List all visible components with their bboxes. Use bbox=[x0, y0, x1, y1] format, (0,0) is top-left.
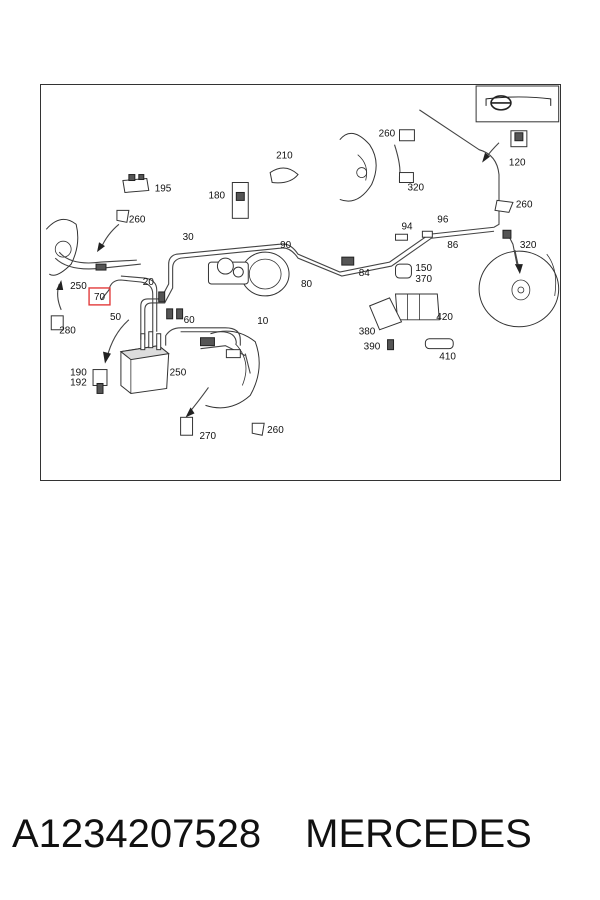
callout-195: 195 bbox=[155, 183, 172, 194]
callout-390: 390 bbox=[364, 342, 381, 353]
callout-labels: 260 120 210 320 195 180 260 260 90 30 96… bbox=[59, 129, 537, 442]
callout-210: 210 bbox=[276, 151, 293, 162]
callout-70: 70 bbox=[94, 292, 106, 303]
callout-96: 96 bbox=[437, 214, 449, 225]
callout-50: 50 bbox=[110, 312, 122, 323]
pipe-fittings bbox=[95, 172, 512, 359]
callout-280: 280 bbox=[59, 326, 76, 337]
abs-hydraulic-unit bbox=[119, 331, 170, 394]
callout-84: 84 bbox=[359, 268, 371, 279]
callout-250-left: 250 bbox=[70, 281, 87, 292]
callout-270: 270 bbox=[200, 431, 217, 442]
callout-260-right: 260 bbox=[516, 199, 533, 210]
brake-booster bbox=[207, 251, 290, 297]
part-number: A1234207528 bbox=[12, 811, 262, 856]
callout-10: 10 bbox=[257, 316, 269, 327]
callout-320-right: 320 bbox=[520, 240, 537, 251]
callout-90: 90 bbox=[280, 240, 292, 251]
callout-94: 94 bbox=[401, 221, 413, 232]
callout-260-bottom: 260 bbox=[267, 425, 284, 436]
rear-right-brake-disc bbox=[478, 250, 560, 328]
callout-190: 190 bbox=[70, 368, 87, 379]
callout-120: 120 bbox=[509, 158, 526, 169]
front-right-brake-disc bbox=[339, 132, 377, 202]
callout-192: 192 bbox=[70, 377, 87, 388]
brake-line-diagram: 260 120 210 320 195 180 260 260 90 30 96… bbox=[45, 85, 560, 442]
brand-name: MERCEDES bbox=[305, 811, 532, 856]
brake-pipes bbox=[54, 109, 518, 374]
callout-30: 30 bbox=[183, 232, 195, 243]
callout-80: 80 bbox=[301, 279, 313, 290]
callout-370: 370 bbox=[415, 274, 432, 285]
inset-icon-box bbox=[475, 85, 560, 123]
callout-20: 20 bbox=[143, 277, 155, 288]
callout-260-left: 260 bbox=[129, 214, 146, 225]
callout-320-top: 320 bbox=[407, 182, 424, 193]
rear-left-brake-disc bbox=[205, 330, 260, 409]
parts-diagram: 260 120 210 320 195 180 260 260 90 30 96… bbox=[40, 84, 561, 481]
callout-150: 150 bbox=[415, 263, 432, 274]
callout-410: 410 bbox=[439, 352, 456, 363]
indicator-arrows bbox=[56, 142, 523, 418]
front-left-brake-disc bbox=[45, 218, 79, 276]
callout-250-bottom: 250 bbox=[170, 368, 187, 379]
callout-86: 86 bbox=[447, 240, 459, 251]
callout-260-top: 260 bbox=[379, 129, 396, 140]
callout-380: 380 bbox=[359, 327, 376, 338]
callout-180: 180 bbox=[208, 190, 225, 201]
part-caption: A1234207528 MERCEDES bbox=[12, 804, 592, 864]
callout-420: 420 bbox=[436, 312, 453, 323]
callout-60: 60 bbox=[184, 315, 196, 326]
brackets bbox=[50, 129, 528, 436]
callout-70-highlighted: 70 bbox=[88, 287, 111, 306]
